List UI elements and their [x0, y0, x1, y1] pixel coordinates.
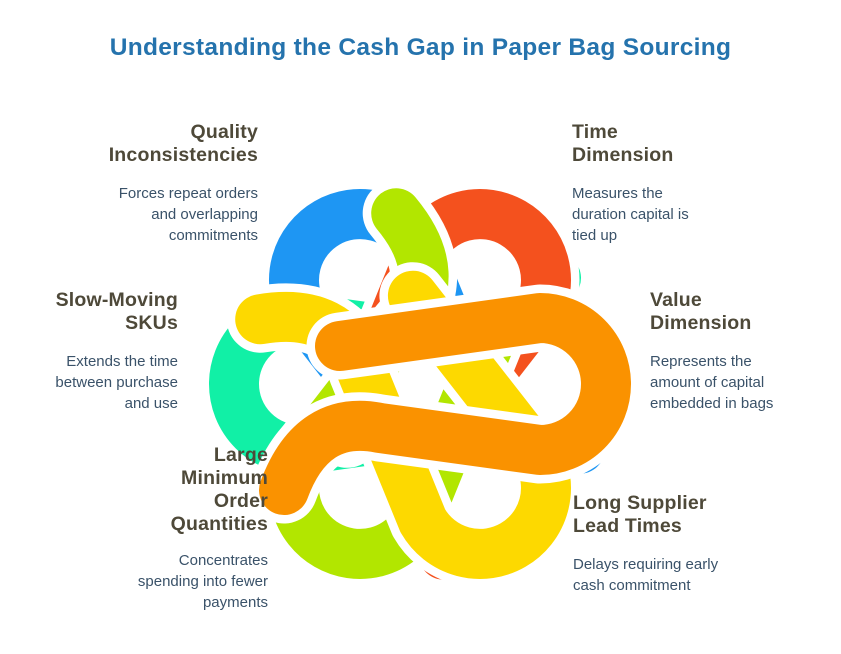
heading-line: Dimension — [572, 144, 674, 166]
body-line: Extends the time — [66, 353, 178, 370]
heading-line: Minimum — [181, 467, 268, 489]
section-long-supplier-lead-times: Long Supplier Lead Times Delays requirin… — [573, 492, 758, 596]
section-heading: Slow-Moving SKUs — [18, 289, 178, 335]
heading-line: Slow-Moving — [55, 289, 178, 311]
heading-line: Quality — [190, 121, 258, 143]
heading-line: Large — [213, 444, 268, 466]
body-line: Forces repeat orders — [118, 185, 258, 202]
body-line: cash commitment — [573, 577, 691, 594]
body-line: embedded in bags — [650, 395, 774, 412]
heading-line: Quantities — [170, 513, 268, 535]
section-heading: Large Minimum Order Quantities — [93, 444, 268, 536]
section-heading: Time Dimension — [572, 121, 732, 167]
section-heading: Long Supplier Lead Times — [573, 492, 758, 538]
heading-line: SKUs — [125, 312, 178, 334]
section-value-dimension: Value Dimension Represents the amount of… — [650, 289, 820, 414]
page-title: Understanding the Cash Gap in Paper Bag … — [109, 34, 732, 61]
body-line: tied up — [572, 227, 618, 244]
section-body: Delays requiring early cash commitment — [573, 554, 758, 596]
body-line: amount of capital — [650, 374, 765, 391]
heading-line: Dimension — [650, 312, 752, 334]
section-quality-inconsistencies: Quality Inconsistencies Forces repeat or… — [78, 121, 258, 246]
heading-line: Value — [650, 289, 702, 311]
section-body: Concentrates spending into fewer payment… — [93, 550, 268, 613]
body-line: Measures the — [572, 185, 663, 202]
body-line: between purchase — [55, 374, 178, 391]
section-body: Forces repeat orders and overlapping com… — [78, 183, 258, 246]
heading-line: Long Supplier — [573, 492, 707, 514]
body-line: spending into fewer — [137, 573, 268, 590]
body-line: and overlapping — [151, 206, 258, 223]
heading-line: Order — [213, 490, 268, 512]
section-large-minimum-order-quantities: Large Minimum Order Quantities Concentra… — [93, 444, 268, 613]
heading-line: Lead Times — [573, 515, 682, 537]
section-body: Represents the amount of capital embedde… — [650, 351, 820, 414]
section-heading: Value Dimension — [650, 289, 820, 335]
section-slow-moving-skus: Slow-Moving SKUs Extends the time betwee… — [18, 289, 178, 414]
section-time-dimension: Time Dimension Measures the duration cap… — [572, 121, 732, 246]
section-body: Extends the time between purchase and us… — [18, 351, 178, 414]
heading-line: Time — [572, 121, 618, 143]
body-line: duration capital is — [572, 206, 689, 223]
body-line: and use — [124, 395, 178, 412]
section-body: Measures the duration capital is tied up — [572, 183, 732, 246]
body-line: payments — [202, 594, 268, 611]
body-line: Delays requiring early — [573, 556, 719, 573]
body-line: Concentrates — [178, 552, 268, 569]
heading-line: Inconsistencies — [108, 144, 258, 166]
loop-right-orange — [284, 318, 606, 490]
section-heading: Quality Inconsistencies — [78, 121, 258, 167]
body-line: Represents the — [650, 353, 752, 370]
body-line: commitments — [168, 227, 258, 244]
